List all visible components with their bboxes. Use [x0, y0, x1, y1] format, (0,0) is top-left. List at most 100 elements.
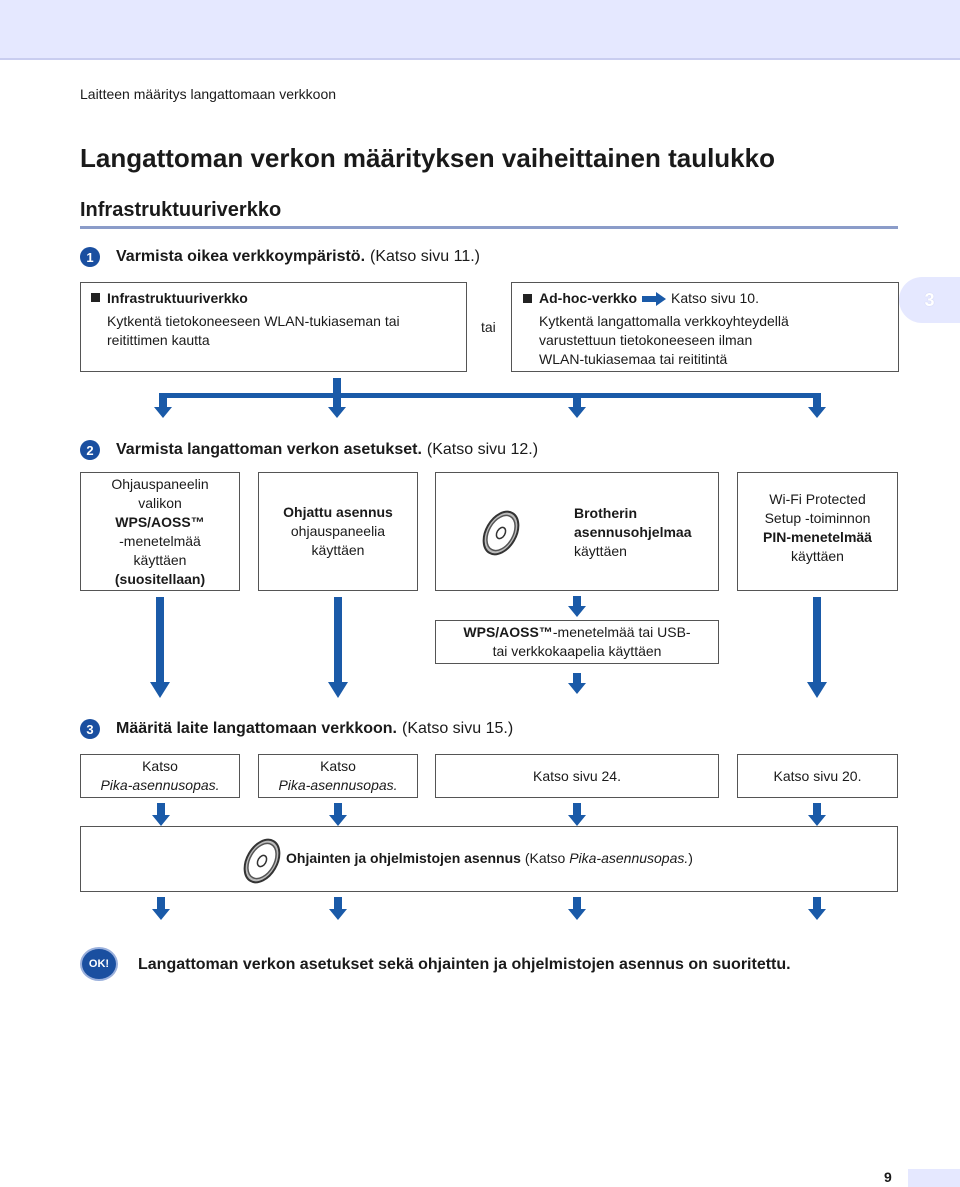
- quick-setup-box-1: Katso Pika-asennusopas.: [80, 754, 240, 798]
- adhoc-title: Ad-hoc-verkko: [539, 290, 638, 306]
- wps-pin-box: Wi-Fi Protected Setup -toiminnon PIN-men…: [737, 472, 898, 591]
- box-line: (suositellaan): [114, 570, 206, 587]
- box-line: ohjauspaneelia: [290, 523, 386, 539]
- box-line: Katso sivu 24.: [533, 767, 621, 784]
- see-page-24-box: Katso sivu 24.: [435, 754, 719, 798]
- box-line: Ohjattu asennus: [283, 504, 393, 520]
- bullet-square-icon: [91, 293, 100, 302]
- down-arrow-icon: [808, 897, 826, 920]
- step3-text: Määritä laite langattomaan verkkoon.: [116, 720, 397, 737]
- step1-number: 1: [80, 247, 100, 267]
- down-arrow-icon: [329, 897, 347, 920]
- down-arrow-icon: [808, 393, 826, 418]
- brother-installer-box: Brotherin asennusohjelmaa käyttäen: [435, 472, 719, 591]
- step1-ref: (Katso sivu 11.): [370, 248, 480, 265]
- cd-rom-icon: [243, 838, 281, 884]
- down-arrow-icon: [568, 596, 586, 617]
- step1-text: Varmista oikea verkkoympäristö.: [116, 248, 366, 265]
- connector-vertical: [333, 378, 341, 398]
- wps-aoss-panel-box: Ohjauspaneelin valikon WPS/AOSS™ -menete…: [80, 472, 240, 591]
- adhoc-desc-1: Kytkentä langattomalla verkkoyhteydellä: [539, 313, 789, 329]
- box-line: Setup -toiminnon: [764, 509, 871, 526]
- down-arrow-icon: [568, 673, 586, 694]
- final-text: Langattoman verkon asetukset sekä ohjain…: [138, 956, 791, 973]
- step3-ref: (Katso sivu 15.): [401, 720, 514, 737]
- down-arrow-icon: [568, 897, 586, 920]
- box-line: käyttäen: [791, 547, 844, 564]
- running-header: Laitteen määritys langattomaan verkkoon: [80, 86, 337, 102]
- infrastructure-box: Infrastruktuuriverkko Kytkentä tietokone…: [80, 282, 467, 372]
- infrastructure-desc-1: Kytkentä tietokoneeseen WLAN-tukiaseman …: [107, 313, 400, 329]
- section-divider: [80, 226, 898, 229]
- brother-installer-text: Brotherin asennusohjelmaa käyttäen: [574, 504, 692, 561]
- down-arrow-icon: [152, 803, 170, 826]
- step1-heading: 1 Varmista oikea verkkoympäristö. (Katso…: [80, 247, 480, 267]
- setup-wizard-box: Ohjattu asennus ohjauspaneelia käyttäen: [258, 472, 418, 591]
- driver-install-box: Ohjainten ja ohjelmistojen asennus (Kats…: [80, 826, 898, 892]
- install-bold: Ohjainten ja ohjelmistojen asennus: [286, 850, 521, 866]
- chapter-tab: 3: [899, 277, 960, 323]
- step3-number: 3: [80, 719, 100, 739]
- box-line: Pika-asennusopas.: [100, 777, 220, 793]
- wps-usb-line1: WPS/AOSS™-menetelmää tai USB-: [463, 623, 690, 642]
- page-number: 9: [884, 1169, 892, 1185]
- infrastructure-title: Infrastruktuuriverkko: [107, 290, 248, 306]
- step2-heading: 2 Varmista langattoman verkon asetukset.…: [80, 440, 538, 460]
- box-line: Katso: [142, 758, 178, 774]
- down-arrow-icon: [329, 803, 347, 826]
- connector-horizontal: [159, 393, 821, 398]
- step3-heading: 3 Määritä laite langattomaan verkkoon. (…: [80, 719, 513, 739]
- adhoc-desc-2: varustettuun tietokoneeseen ilman: [539, 332, 753, 348]
- adhoc-desc-3: WLAN-tukiasemaa tai reititintä: [539, 351, 728, 367]
- box-line: PIN-menetelmää: [763, 528, 872, 545]
- install-post: ): [688, 850, 693, 866]
- cd-rom-icon: [482, 510, 520, 556]
- down-arrow-icon: [568, 393, 586, 418]
- install-pre: (Katso: [524, 850, 566, 866]
- page-title: Langattoman verkon määrityksen vaiheitta…: [80, 143, 775, 173]
- bullet-square-icon: [523, 294, 532, 303]
- down-arrow-long-icon: [807, 597, 827, 698]
- wps-usb-network-box: WPS/AOSS™-menetelmää tai USB- tai verkko…: [435, 620, 719, 664]
- down-arrow-icon: [568, 803, 586, 826]
- box-line: Katso sivu 20.: [773, 767, 862, 784]
- box-line: -menetelmää tai USB-: [552, 624, 691, 640]
- ok-badge-icon: OK!: [82, 949, 116, 979]
- adhoc-ref: Katso sivu 10.: [671, 290, 759, 306]
- arrow-right-icon: [642, 291, 667, 306]
- box-line: käyttäen: [133, 551, 187, 568]
- see-page-20-box: Katso sivu 20.: [737, 754, 898, 798]
- adhoc-box: Ad-hoc-verkko Katso sivu 10. Kytkentä la…: [511, 282, 899, 372]
- box-line: Wi-Fi Protected: [769, 490, 866, 507]
- box-line: Katso: [320, 758, 356, 774]
- infrastructure-title-row: Infrastruktuuriverkko: [91, 289, 456, 308]
- down-arrow-icon: [328, 393, 346, 418]
- down-arrow-icon: [154, 393, 172, 418]
- step2-ref: (Katso sivu 12.): [426, 441, 539, 458]
- box-line: valikon: [138, 494, 182, 511]
- down-arrow-icon: [808, 803, 826, 826]
- install-ital: Pika-asennusopas.: [569, 850, 689, 866]
- page-number-band: [908, 1169, 960, 1187]
- infrastructure-desc-2: reitittimen kautta: [107, 332, 210, 348]
- box-line: tai verkkokaapelia käyttäen: [492, 643, 662, 659]
- driver-install-text: Ohjainten ja ohjelmistojen asennus (Kats…: [286, 850, 693, 866]
- or-label: tai: [481, 319, 496, 335]
- box-line: Pika-asennusopas.: [278, 777, 398, 793]
- wps-aoss-label: WPS/AOSS™: [463, 624, 553, 640]
- box-line: käyttäen: [311, 542, 365, 558]
- adhoc-title-row: Ad-hoc-verkko Katso sivu 10.: [523, 289, 888, 308]
- section-title: Infrastruktuuriverkko: [80, 199, 282, 221]
- step2-number: 2: [80, 440, 100, 460]
- top-band-line: [0, 58, 960, 60]
- down-arrow-long-icon: [150, 597, 170, 698]
- quick-setup-box-2: Katso Pika-asennusopas.: [258, 754, 418, 798]
- box-line: asennusohjelmaa: [574, 524, 692, 540]
- box-line: WPS/AOSS™: [115, 513, 205, 530]
- top-band: [0, 0, 960, 58]
- step2-text: Varmista langattoman verkon asetukset.: [116, 441, 422, 458]
- box-line: Ohjauspaneelin: [111, 475, 209, 492]
- box-line: käyttäen: [574, 543, 627, 559]
- down-arrow-icon: [152, 897, 170, 920]
- down-arrow-long-icon: [328, 597, 348, 698]
